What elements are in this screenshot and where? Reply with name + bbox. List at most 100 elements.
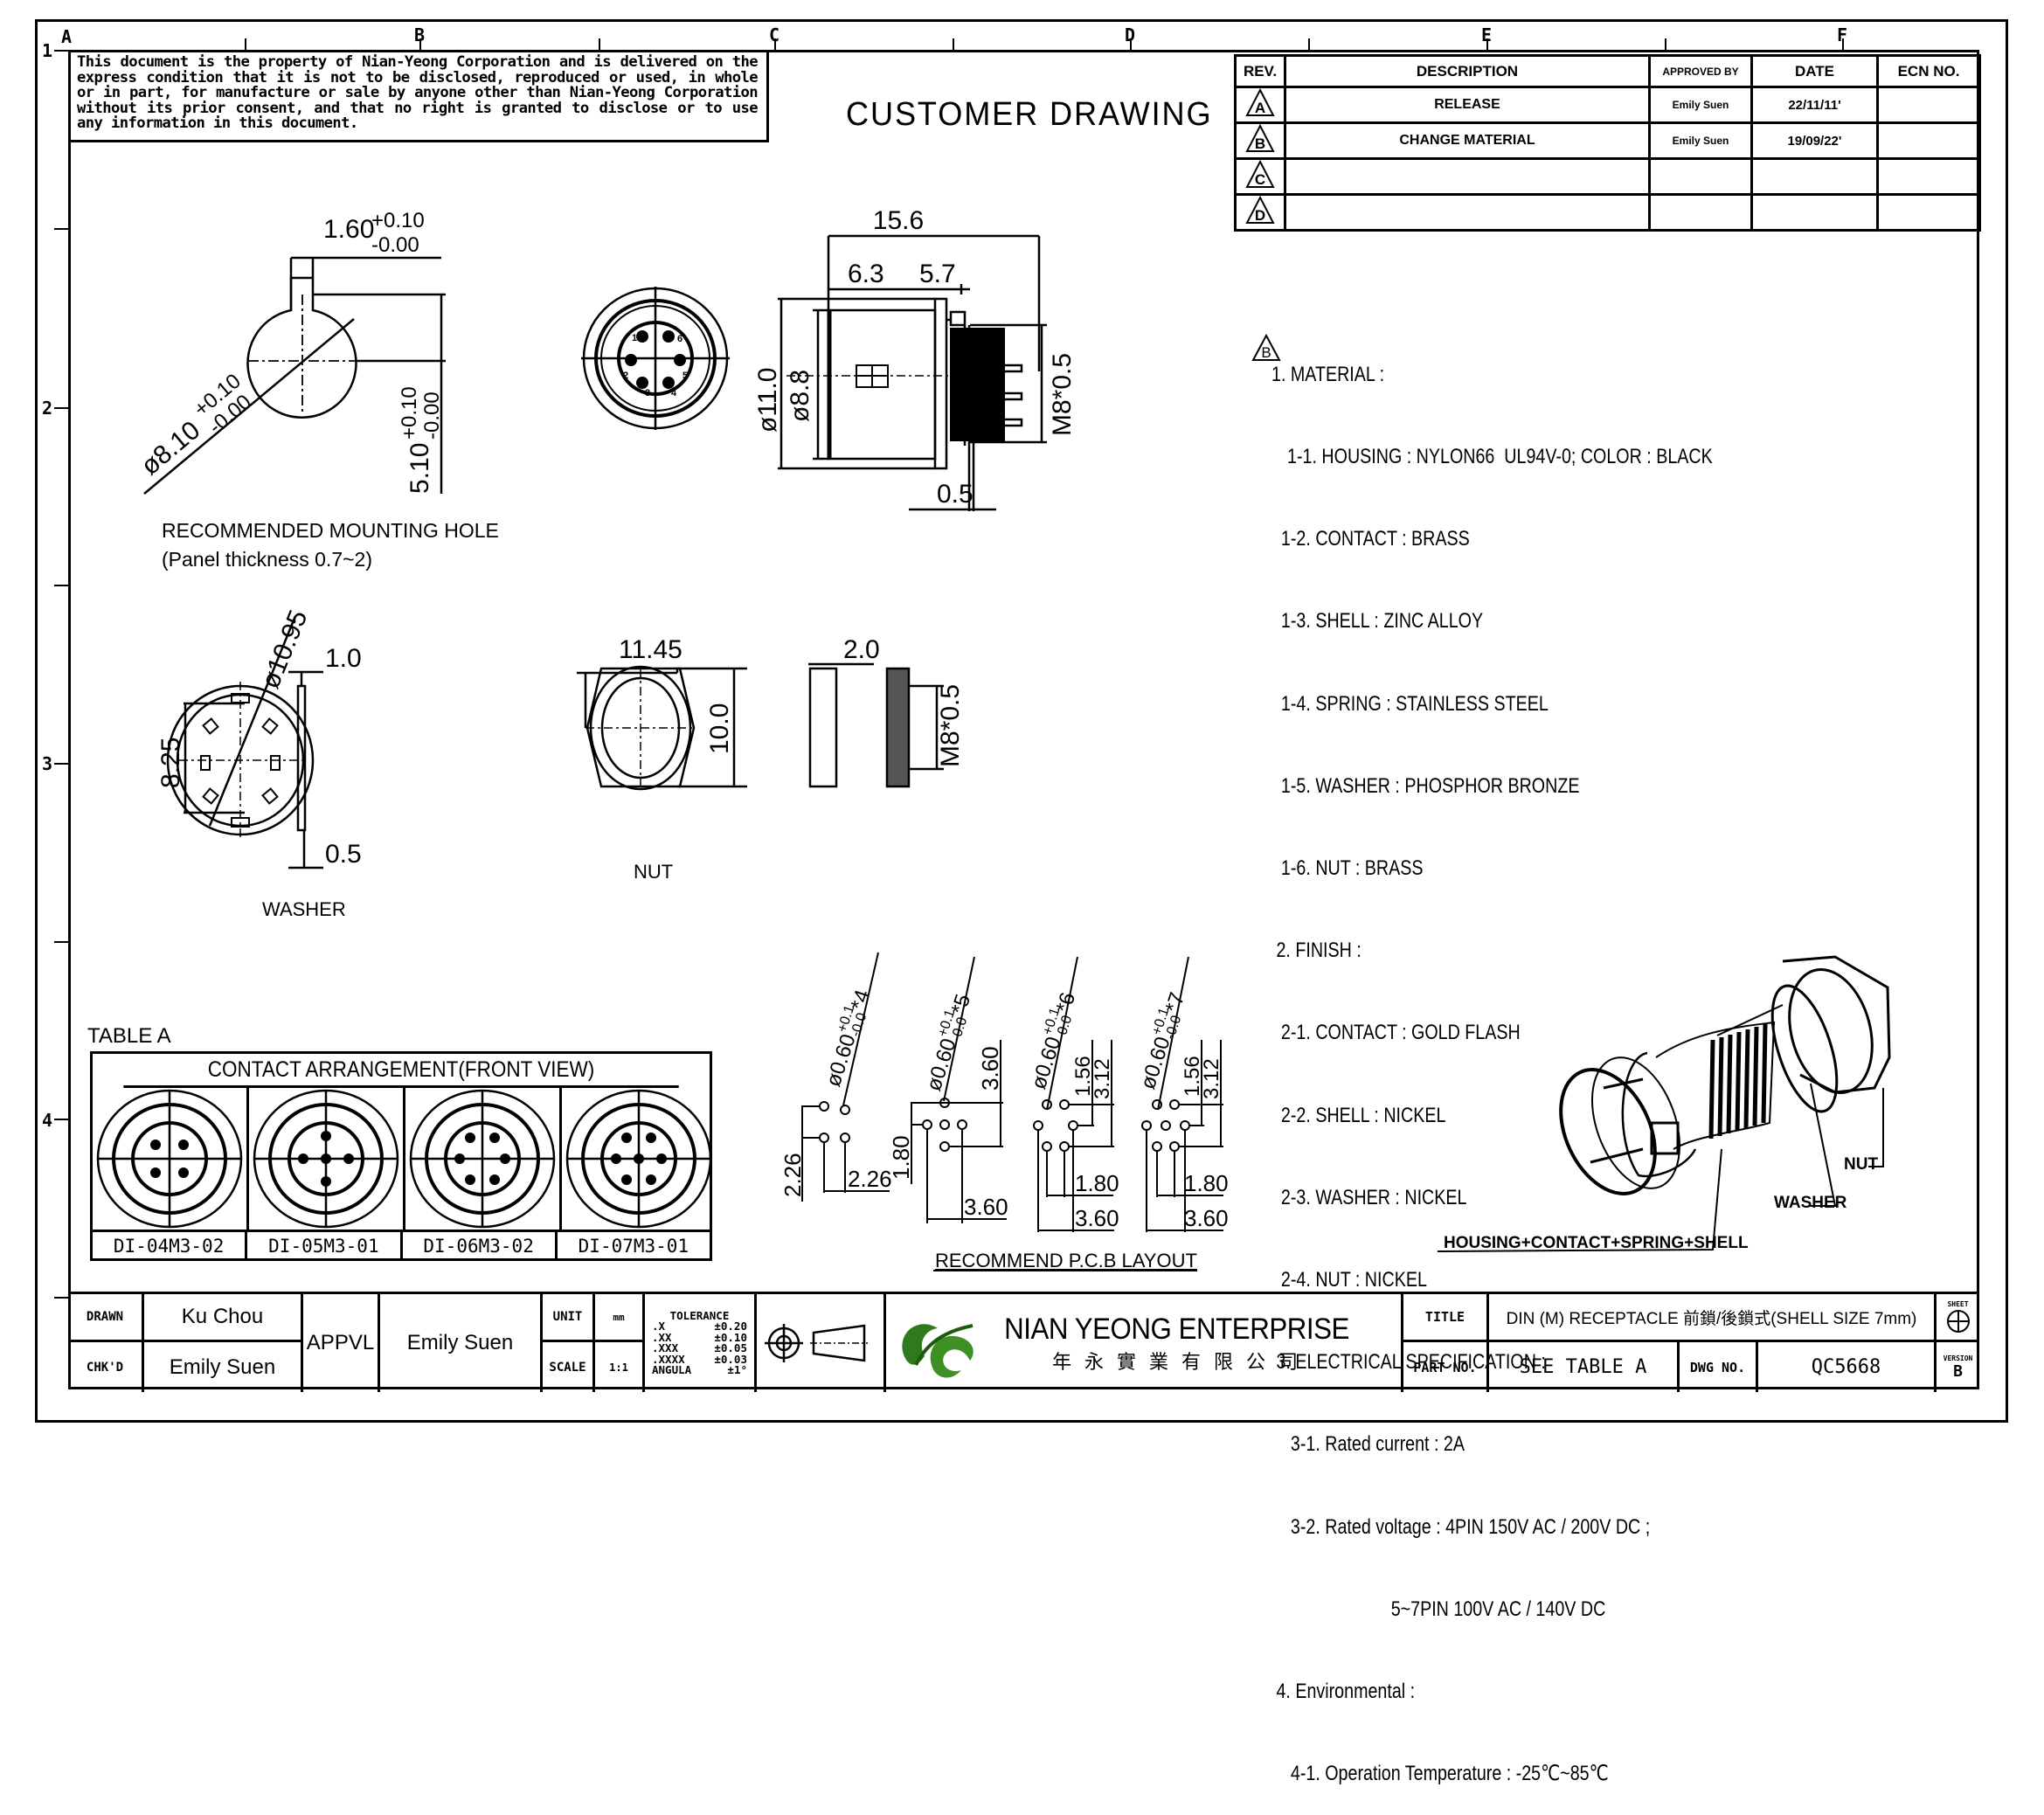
overall-length-dim: 15.6: [873, 206, 924, 235]
front-length-dim: 6.3: [848, 260, 884, 288]
note-line: 2-1. CONTACT : GOLD FLASH: [1271, 1021, 1521, 1045]
mounting-hole-subtitle: (Panel thickness 0.7~2): [162, 548, 372, 571]
company-logo-icon: [902, 1324, 973, 1378]
mounting-hole-drawing: 1.60 +0.10 -0.00 ø8.10 +0.10 -0.00 5.10 …: [135, 209, 499, 571]
grid-tick: [54, 1119, 68, 1120]
pin-layout-4: [96, 1089, 243, 1229]
pin-layout-6: [409, 1089, 556, 1229]
rev-letter: B: [1255, 135, 1265, 152]
grid-tick: [1665, 38, 1666, 50]
revision-triangle-icon: B: [1251, 333, 1281, 361]
washer-thickness-total-dim: 1.0: [325, 644, 362, 673]
rev-date: 19/09/22': [1750, 121, 1879, 160]
scale-label: SCALE: [543, 1342, 595, 1392]
rev-marker: D: [1234, 193, 1286, 232]
company-name-chinese: 年 永 實 業 有 限 公 司: [1052, 1351, 1302, 1374]
version-value: B: [1953, 1361, 1963, 1381]
height-dim: 5.10: [405, 443, 434, 494]
inner-diameter-dim: ø8.8: [786, 370, 814, 422]
height-tol-minus: -0.00: [420, 391, 444, 440]
grid-tick: [54, 585, 68, 586]
grid-tick: [54, 763, 68, 765]
nut-thickness-dim: 2.0: [843, 635, 880, 664]
revision-row: A RELEASE Emily Suen 22/11/11': [1234, 86, 1981, 124]
pcb-dim: 1.80: [1075, 1170, 1119, 1196]
rev-ecn: [1876, 157, 1981, 196]
tol-key: .XX: [652, 1330, 672, 1344]
note-line: 1-3. SHELL : ZINC ALLOY: [1271, 609, 1484, 634]
tolerance-row: .XX±0.10: [652, 1330, 747, 1344]
company-name: NIAN YEONG ENTERPRISE: [1004, 1312, 1349, 1346]
title-label: TITLE: [1403, 1294, 1489, 1342]
tol-value: ±0.05: [714, 1341, 747, 1354]
rev-description: [1284, 157, 1651, 196]
pcb-dim: 1.56: [1071, 1056, 1095, 1097]
rev-marker: B: [1234, 121, 1286, 160]
part-no-value: SEE TABLE A: [1489, 1342, 1680, 1392]
rev-marker: C: [1234, 157, 1286, 196]
pin-label: 4: [671, 388, 677, 398]
washer-inner-dim: 8.25: [156, 738, 185, 788]
callout-washer: WASHER: [1774, 1194, 1847, 1212]
height-tol-plus: +0.10: [398, 386, 421, 440]
projection-cone-icon: [812, 1324, 865, 1362]
outer-diameter-dim: ø11.0: [753, 368, 782, 433]
tol-key: ANGULA: [652, 1363, 692, 1376]
grid-tick: [1486, 38, 1488, 50]
tolerance-row: .XXXX±0.03: [652, 1354, 747, 1366]
checked-by: Emily Suen: [144, 1342, 303, 1392]
rev-approved-by: [1648, 157, 1753, 196]
grid-tick: [54, 228, 68, 230]
pcb-dim: 1.80: [888, 1135, 914, 1180]
grid-tick: [54, 941, 68, 943]
revision-triangle-icon: B: [1245, 123, 1275, 153]
company-block: NIAN YEONG ENTERPRISE 年 永 實 業 有 限 公 司: [886, 1294, 1403, 1392]
unit-value: mm: [595, 1294, 645, 1342]
pin-label: 6: [677, 334, 682, 344]
note-line: 2. FINISH :: [1271, 939, 1362, 963]
rev-letter: C: [1255, 171, 1265, 188]
grid-row-label: 1: [42, 40, 53, 61]
grid-tick: [953, 38, 954, 50]
revision-triangle-icon: C: [1245, 159, 1275, 189]
grid-column-label: C: [769, 24, 780, 45]
pcb-dim: 3.60: [977, 1046, 1003, 1091]
pcb-dim: 3.60: [1184, 1205, 1229, 1231]
revision-row: D: [1234, 193, 1981, 232]
grid-tick: [54, 1297, 68, 1299]
revision-table: REV. DESCRIPTION APPROVED BY DATE ECN NO…: [1234, 54, 1981, 232]
drawing-frame: [68, 50, 1979, 1389]
rev-description: RELEASE: [1284, 86, 1651, 124]
rev-date: [1750, 193, 1879, 232]
note-line: 3-2. Rated voltage : 4PIN 150V AC / 200V…: [1271, 1514, 1651, 1539]
pin-layout-7: [565, 1089, 712, 1229]
confidentiality-notice: This document is the property of Nian-Ye…: [68, 50, 769, 142]
rev-ecn: [1876, 193, 1981, 232]
grid-tick: [599, 38, 600, 50]
rev-date: [1750, 157, 1879, 196]
unit-label: UNIT: [543, 1294, 595, 1342]
pcb-dim: 1.56: [1181, 1056, 1204, 1097]
nut-drawing: 11.45 10.0 2.0 M8*0.5 NUT: [577, 635, 965, 883]
note-line: 4-1. Operation Temperature : -25℃~85℃: [1271, 1762, 1609, 1786]
rev-header: REV.: [1234, 54, 1286, 88]
washer-label: WASHER: [262, 898, 346, 920]
pcb-dim: 3.60: [1075, 1205, 1119, 1231]
rev-letter: B: [1261, 344, 1271, 361]
drawn-label: DRAWN: [68, 1294, 144, 1342]
sheet-cell: SHEET: [1937, 1294, 1979, 1342]
specification-notes: 1. MATERIAL : 1-1. HOUSING : NYLON66 UL9…: [1271, 306, 1713, 1815]
note-revision-marker: B: [1251, 333, 1281, 365]
key-width-tol-plus: +0.10: [371, 209, 425, 232]
drawing-title: DIN (M) RECEPTACLE 前鎖/後鎖式(SHELL SIZE 7mm…: [1489, 1294, 1937, 1342]
checked-label: CHK'D: [68, 1342, 144, 1392]
front-view-drawing: 1 2 3 4 5 6: [581, 287, 730, 430]
part-number: DI-04M3-02: [93, 1232, 248, 1261]
grid-column-label: B: [414, 24, 426, 45]
rev-approved-by: Emily Suen: [1648, 121, 1753, 160]
tol-value: ±0.03: [714, 1352, 747, 1366]
tol-value: ±1°: [727, 1363, 747, 1376]
tolerance-block: TOLERANCE .X±0.20 .XX±0.10 .XXX±0.05 .XX…: [645, 1294, 757, 1392]
part-number: DI-07M3-01: [578, 1236, 689, 1257]
note-line: 4. Environmental :: [1271, 1680, 1416, 1704]
